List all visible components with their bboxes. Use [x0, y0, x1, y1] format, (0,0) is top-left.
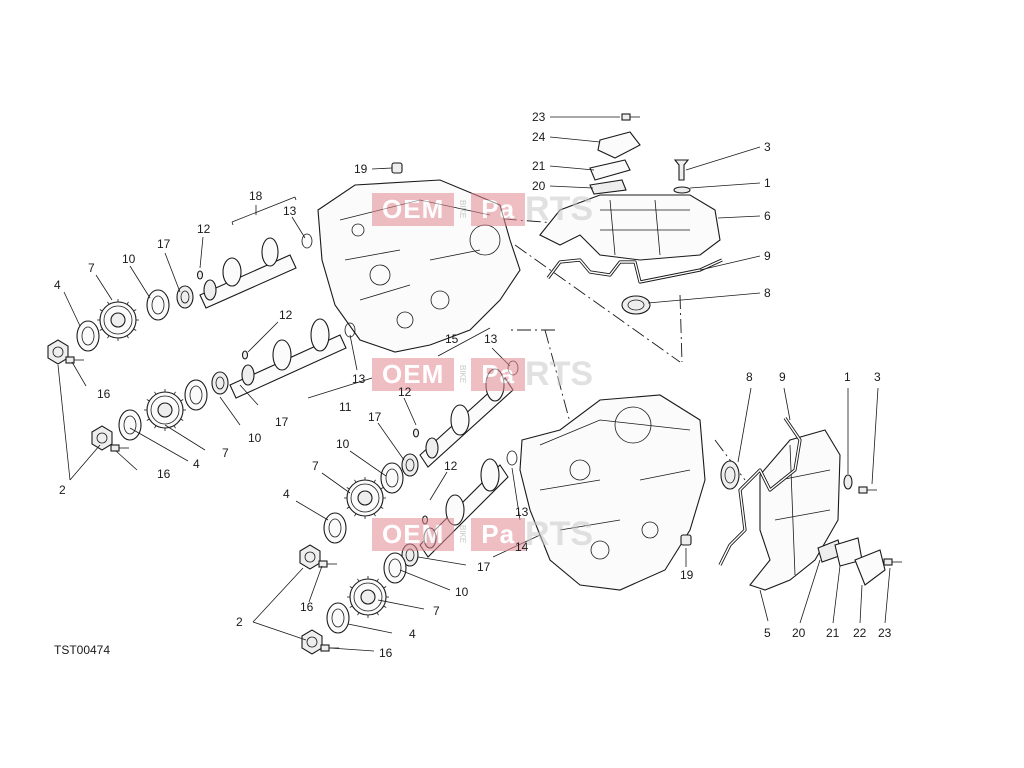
callout-17: 17	[368, 410, 382, 424]
watermark-tail: RTS	[525, 190, 594, 228]
watermark-box-pa: Pa	[471, 358, 526, 391]
callout-13: 13	[283, 204, 297, 218]
callout-16: 16	[300, 600, 314, 614]
callout-8: 8	[764, 286, 771, 300]
callout-4: 4	[283, 487, 290, 501]
callout-1: 1	[764, 176, 771, 190]
callout-21: 21	[826, 626, 840, 640]
callout-17: 17	[477, 560, 491, 574]
lower-cylinder-head	[519, 394, 706, 591]
diagram-code: TST00474	[54, 643, 111, 657]
watermark-middle: OEM BIKE Pa RTS	[372, 355, 593, 394]
callout-16: 16	[379, 646, 393, 660]
callout-14: 14	[515, 540, 529, 554]
watermark-side: BIKE	[458, 200, 468, 219]
callout-10: 10	[336, 437, 350, 451]
callout-7: 7	[88, 261, 95, 275]
callout-16: 16	[97, 387, 111, 401]
callout-23: 23	[532, 110, 546, 124]
callout-4: 4	[54, 278, 61, 292]
callout-10: 10	[122, 252, 136, 266]
callout-2: 2	[236, 615, 243, 629]
callout-2: 2	[59, 483, 66, 497]
callout-5: 5	[764, 626, 771, 640]
callout-13: 13	[352, 372, 366, 386]
callout-18: 18	[249, 189, 263, 203]
callout-19: 19	[354, 162, 368, 176]
watermark-box-pa: Pa	[471, 518, 526, 551]
callout-17: 17	[275, 415, 289, 429]
callout-23: 23	[878, 626, 892, 640]
callout-13: 13	[515, 505, 529, 519]
callout-7: 7	[433, 604, 440, 618]
callout-12: 12	[444, 459, 458, 473]
callout-9: 9	[779, 370, 786, 384]
callout-8: 8	[746, 370, 753, 384]
callout-4: 4	[409, 627, 416, 641]
callout-21: 21	[532, 159, 546, 173]
valve-cover	[539, 194, 721, 261]
watermark-lower: OEM BIKE Pa RTS	[372, 515, 593, 554]
callout-15: 15	[445, 332, 459, 346]
watermark-box-oem: OEM	[372, 518, 455, 551]
camshaft-upper-right	[229, 318, 347, 399]
lower-valve-cover	[749, 429, 841, 591]
watermark-box-oem: OEM	[372, 358, 455, 391]
callout-4: 4	[193, 457, 200, 471]
callout-3: 3	[874, 370, 881, 384]
watermark-tail: RTS	[525, 355, 594, 393]
watermark-upper: OEM BIKE Pa RTS	[372, 190, 593, 229]
callout-12: 12	[279, 308, 293, 322]
callout-24: 24	[532, 130, 546, 144]
watermark-box-pa: Pa	[471, 193, 526, 226]
callout-12: 12	[398, 385, 412, 399]
callout-10: 10	[455, 585, 469, 599]
callout-1: 1	[844, 370, 851, 384]
callout-12: 12	[197, 222, 211, 236]
callout-7: 7	[222, 446, 229, 460]
callout-17: 17	[157, 237, 171, 251]
callout-10: 10	[248, 431, 262, 445]
callout-9: 9	[764, 249, 771, 263]
watermark-tail: RTS	[525, 515, 594, 553]
callout-13: 13	[484, 332, 498, 346]
callout-22: 22	[853, 626, 867, 640]
camshaft-upper-left	[199, 237, 297, 309]
callout-16: 16	[157, 467, 171, 481]
callout-20: 20	[792, 626, 806, 640]
callout-20: 20	[532, 179, 546, 193]
watermark-box-oem: OEM	[372, 193, 455, 226]
callout-6: 6	[764, 209, 771, 223]
watermark-side: BIKE	[458, 365, 468, 384]
callout-7: 7	[312, 459, 319, 473]
callout-11: 11	[339, 400, 352, 414]
upper-cylinder-head	[317, 179, 521, 353]
callout-3: 3	[764, 140, 771, 154]
callout-19: 19	[680, 568, 694, 582]
watermark-side: BIKE	[458, 525, 468, 544]
